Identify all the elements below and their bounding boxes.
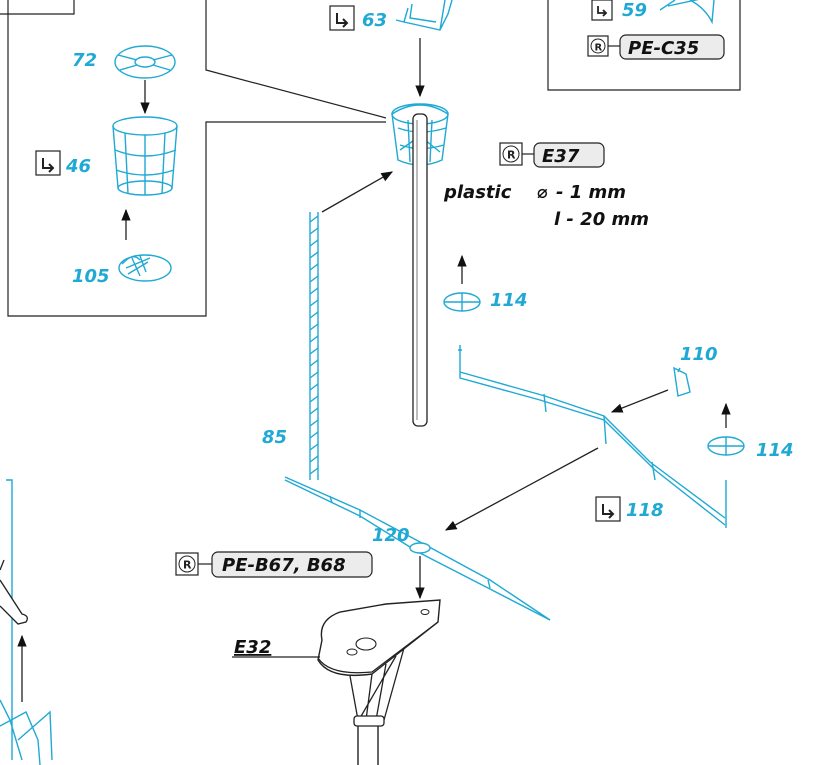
part-118-yard [458, 345, 727, 528]
plastic-rod [412, 113, 428, 427]
part-number-105: 105 [72, 266, 110, 287]
part-number-110: 110 [680, 344, 718, 365]
tag-pe-b67-b68: PE-B67, B68 [222, 555, 346, 576]
part-120-yard [284, 476, 551, 621]
svg-text:R: R [183, 559, 192, 572]
tag-e32: E32 [234, 637, 271, 658]
part-number-85: 85 [262, 427, 287, 448]
note-length: l - 20 mm [554, 209, 649, 230]
part-72-shape [114, 45, 176, 79]
glue-icon [595, 496, 621, 522]
note-material: plastic [443, 182, 512, 203]
part-63-shape [395, 0, 453, 31]
resin-r-icon: R [587, 35, 609, 57]
left-edge-partial-parts [0, 479, 53, 765]
svg-text:R: R [595, 43, 603, 54]
part-number-114-top: 114 [490, 290, 528, 311]
inset-box-top-left: 72 46 105 [0, 0, 387, 317]
part-105-shape [118, 254, 172, 282]
glue-icon [329, 5, 355, 31]
tag-pe-c35: PE-C35 [628, 38, 699, 59]
diameter-symbol: ⌀ [537, 182, 548, 203]
resin-r-icon: R [499, 142, 523, 166]
note-diameter: - 1 mm [556, 182, 626, 203]
part-59-shape [659, 0, 715, 25]
part-number-46: 46 [65, 156, 91, 177]
part-114-top [443, 292, 481, 312]
part-85-shape [309, 212, 319, 480]
glue-icon [591, 0, 613, 21]
part-number-118: 118 [626, 500, 664, 521]
part-number-114-right: 114 [756, 440, 794, 461]
part-number-120: 120 [372, 525, 410, 546]
part-e32-shape [317, 599, 441, 765]
glue-icon [35, 150, 61, 176]
tag-pe-b67-b68-frame [211, 551, 373, 578]
tag-pe-c35-frame [619, 34, 725, 60]
svg-text:R: R [507, 149, 516, 162]
part-number-72: 72 [72, 50, 97, 71]
part-114-right [707, 436, 745, 456]
part-number-63: 63 [362, 10, 387, 31]
resin-r-icon: R [175, 552, 199, 576]
part-46-shape [112, 116, 178, 196]
inset-box-top-right: 59 R PE-C35 [547, 0, 741, 91]
part-110-shape [673, 366, 691, 397]
tag-e37-frame [533, 142, 605, 168]
part-number-59: 59 [622, 0, 647, 21]
tag-e37: E37 [542, 146, 580, 167]
